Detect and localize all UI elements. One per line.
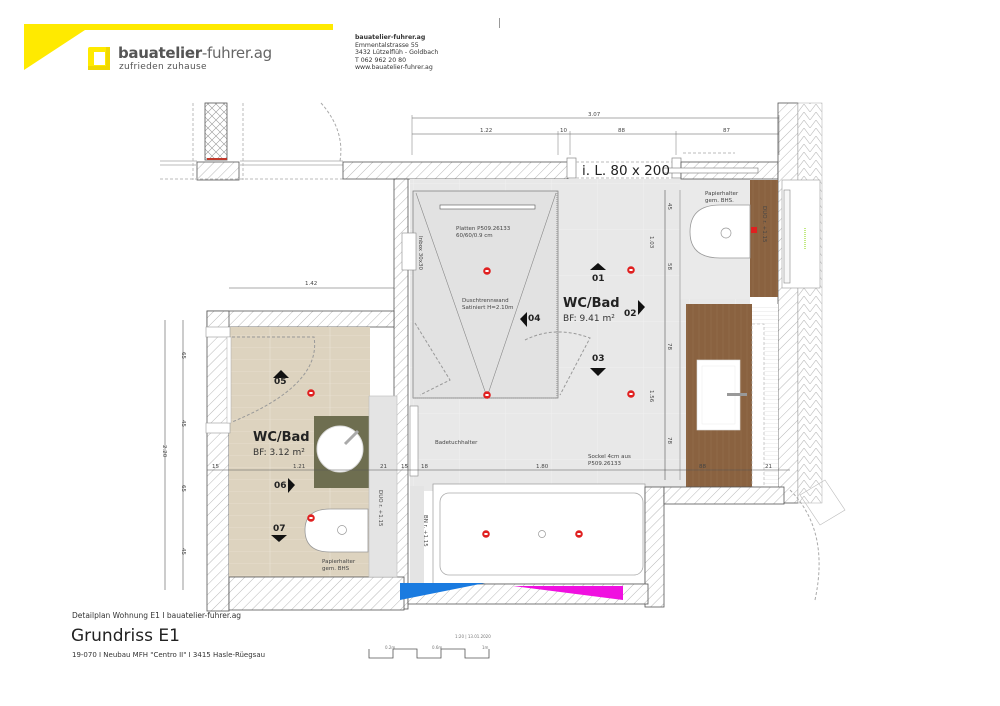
paper-holder-annotation-main: Papierhalter gem. BHS.: [705, 191, 738, 205]
plan-subtitle: Detailplan Wohnung E1 I bauatelier-fuhre…: [72, 611, 242, 620]
dim-right-3: 58: [666, 263, 672, 270]
duo-annotation-right: DUO r. +1.15: [761, 206, 767, 243]
dim-segment-3: 88: [618, 128, 625, 134]
scale-tick-1: 0.2m: [385, 645, 396, 650]
scale-tick-2: 0.6m: [432, 645, 443, 650]
view-label-01: 01: [592, 274, 605, 284]
room-name-small: WC/Bad: [253, 430, 310, 445]
dim-row-3: 21: [380, 464, 387, 470]
dim-right-6: 78: [666, 437, 672, 444]
project-info: 19-070 I Neubau MFH "Centro II" I 3415 H…: [72, 651, 266, 659]
paper-holder-main-line1: Papierhalter: [705, 191, 739, 197]
company-name-rest: -fuhrer.ag: [201, 44, 272, 62]
address-phone: T 062 962 20 80: [355, 56, 407, 64]
bn-annotation: BN r. +1.15: [422, 515, 428, 547]
dim-row-7: 88: [699, 464, 706, 470]
paper-holder-small-line1: Papierhalter: [322, 559, 356, 565]
fold-mark: [499, 18, 500, 28]
dim-total-width: 3.07: [588, 112, 601, 118]
dim-left-3: 65: [180, 485, 186, 492]
plan-title: Grundriss E1: [71, 626, 180, 646]
paper-holder-small-line2: gem. BHS: [322, 566, 350, 572]
tiles-annotation: Platten P509.26133 60/60/0.9 cm: [456, 226, 510, 240]
dim-row-1: 15: [212, 464, 219, 470]
view-label-06: 06: [274, 481, 287, 491]
address-street: Emmentalstrasse 55: [355, 41, 419, 49]
towel-holder-annotation: Badetuchhalter: [435, 440, 478, 446]
company-logo-text: bauatelier-fuhrer.ag: [118, 44, 272, 62]
dim-right-2: 1.03: [648, 236, 654, 249]
dim-row-8: 21: [765, 464, 772, 470]
dim-left-1: 65: [180, 352, 186, 359]
dim-segment-2: 10: [560, 128, 567, 134]
room-area-main: BF: 9.41 m²: [563, 314, 615, 324]
dim-left-total: 2.20: [161, 445, 167, 458]
scale-tick-3: 1m: [482, 645, 489, 650]
paper-holder-annotation-small: Papierhalter gem. BHS: [322, 559, 355, 573]
door-size-label: i. L. 80 x 200: [582, 163, 670, 179]
view-label-04: 04: [528, 314, 541, 324]
brand-banner: [24, 24, 333, 70]
address-name: bauatelier-fuhrer.ag: [355, 34, 426, 41]
dim-row-6: 1.80: [536, 464, 549, 470]
paper-holder-main-line2: gem. BHS.: [705, 198, 734, 204]
dim-segment-1: 1.22: [480, 128, 493, 134]
dim-row-2: 1.21: [293, 464, 306, 470]
plinth-line2: P509.26133: [588, 461, 622, 467]
company-slogan: zufrieden zuhause: [119, 62, 207, 72]
shower-wall-line2: Satiniert H=2.10m: [462, 305, 514, 311]
scale-label: 1:20 | 13.01.2020: [455, 634, 491, 639]
tiles-size: 60/60/0.9 cm: [456, 233, 493, 239]
dim-left-4: 45: [180, 548, 186, 555]
dim-small-room-width: 1.42: [305, 281, 318, 287]
dim-right-4: 78: [666, 343, 672, 350]
view-label-02: 02: [624, 309, 637, 319]
shower-wall-annotation: Duschtrennwand Satiniert H=2.10m: [462, 298, 513, 312]
view-label-05: 05: [274, 377, 287, 387]
plinth-line1: Sockel 4cm aus: [588, 454, 631, 460]
company-address: bauatelier-fuhrer.ag Emmentalstrasse 55 …: [355, 34, 438, 72]
company-name-bold: bauatelier: [118, 44, 202, 62]
tiles-spec: Platten P509.26133: [456, 226, 511, 232]
dim-right-5: 1.56: [648, 390, 654, 403]
room-area-small: BF: 3.12 m²: [253, 448, 305, 458]
inbox-annotation: Inbox 30x30: [417, 236, 423, 271]
dim-left-2: 45: [180, 420, 186, 427]
dim-segment-4: 87: [723, 128, 730, 134]
shower-wall-line1: Duschtrennwand: [462, 298, 509, 304]
view-label-07: 07: [273, 524, 286, 534]
view-label-03: 03: [592, 354, 605, 364]
address-web: www.bauatelier-fuhrer.ag: [355, 64, 433, 72]
address-city: 3432 Lützelflüh - Goldbach: [355, 49, 439, 57]
dim-row-5: 18: [421, 464, 428, 470]
room-name-main: WC/Bad: [563, 296, 620, 311]
dim-row-4: 15: [401, 464, 408, 470]
dim-right-1: 45: [666, 203, 672, 210]
plinth-annotation: Sockel 4cm aus P509.26133: [588, 454, 631, 468]
duo-annotation-left: DUO r. +1.15: [377, 490, 383, 527]
